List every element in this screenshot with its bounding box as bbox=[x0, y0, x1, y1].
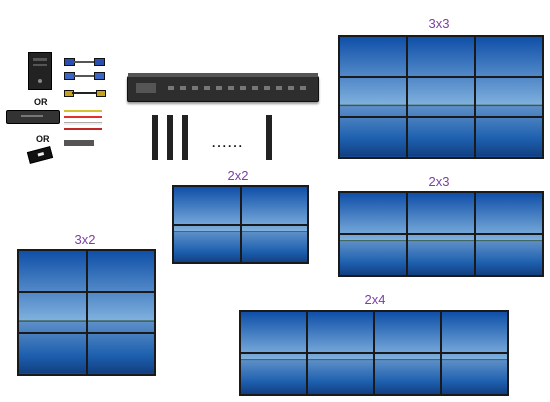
wall-panel bbox=[19, 292, 86, 333]
wall-panel bbox=[174, 187, 240, 224]
wall-panel bbox=[375, 354, 440, 394]
hdmi-cable-icon bbox=[64, 88, 106, 98]
wall-panel bbox=[241, 225, 307, 262]
wall-panel bbox=[340, 235, 406, 275]
pc-tower-icon bbox=[28, 52, 52, 90]
usb-drive-icon bbox=[26, 146, 54, 164]
hdmi-output-cable-2 bbox=[167, 115, 173, 160]
video-wall-2x2 bbox=[172, 185, 309, 264]
wall-panel bbox=[408, 235, 474, 275]
wall-panel bbox=[442, 312, 507, 352]
wall-panel bbox=[476, 77, 542, 117]
wall-panel bbox=[308, 312, 373, 352]
wall-panel bbox=[308, 354, 373, 394]
wall-panel bbox=[476, 37, 542, 76]
wall-panel bbox=[340, 193, 406, 233]
video-wall-2x4 bbox=[239, 310, 509, 396]
wall-panel bbox=[19, 334, 86, 374]
wall-panel bbox=[476, 193, 542, 233]
wall-panel bbox=[408, 77, 474, 117]
wall-panel bbox=[87, 251, 154, 291]
hdmi-output-cable-4 bbox=[266, 115, 272, 160]
or-label-2: OR bbox=[36, 134, 50, 144]
wall-panel bbox=[476, 118, 542, 157]
hdmi-output-cable-3 bbox=[182, 115, 188, 160]
wall-panel bbox=[174, 225, 240, 262]
vga-cable-icon bbox=[64, 58, 105, 86]
wall-panel bbox=[340, 37, 406, 76]
wall-panel bbox=[241, 312, 306, 352]
video-wall-3x2 bbox=[17, 249, 156, 376]
video-wall-controller bbox=[127, 73, 319, 102]
wall-panel bbox=[408, 118, 474, 157]
video-wall-3x3 bbox=[338, 35, 544, 159]
wall-label-2x3: 2x3 bbox=[428, 174, 450, 189]
wall-panel bbox=[19, 251, 86, 291]
or-label-1: OR bbox=[34, 97, 48, 107]
wall-panel bbox=[408, 193, 474, 233]
usb-cable-icon bbox=[64, 140, 94, 146]
video-wall-2x3 bbox=[338, 191, 544, 277]
wall-panel bbox=[340, 118, 406, 157]
wall-panel bbox=[241, 354, 306, 394]
ellipsis: ...... bbox=[212, 136, 245, 150]
wall-panel bbox=[87, 292, 154, 333]
wall-panel bbox=[476, 235, 542, 275]
wall-panel bbox=[241, 187, 307, 224]
hdmi-output-cable-1 bbox=[152, 115, 158, 160]
wall-label-2x4: 2x4 bbox=[364, 292, 386, 307]
av-cable-icon bbox=[64, 110, 104, 134]
wall-panel bbox=[340, 77, 406, 117]
wall-panel bbox=[442, 354, 507, 394]
wall-panel bbox=[408, 37, 474, 76]
wall-panel bbox=[87, 334, 154, 374]
wall-label-3x2: 3x2 bbox=[74, 232, 96, 247]
wall-label-3x3: 3x3 bbox=[428, 16, 450, 31]
dvd-player-icon bbox=[6, 110, 60, 124]
wall-panel bbox=[375, 312, 440, 352]
wall-label-2x2: 2x2 bbox=[227, 168, 249, 183]
